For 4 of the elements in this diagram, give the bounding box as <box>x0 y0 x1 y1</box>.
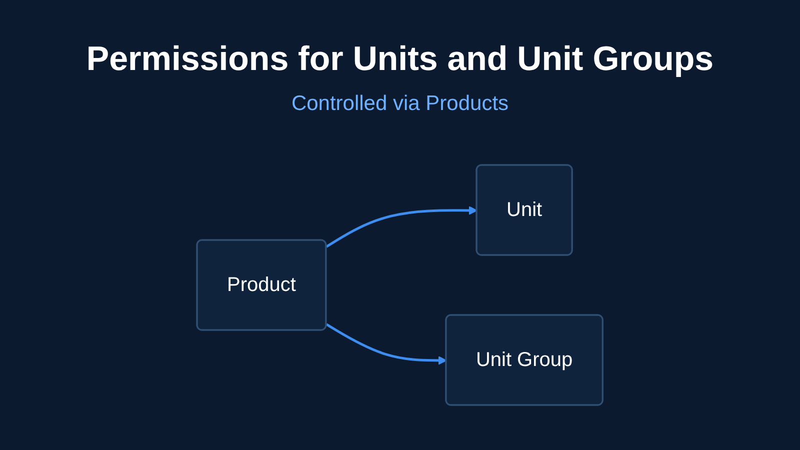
subtitle: Controlled via Products <box>291 92 509 116</box>
arrow <box>326 323 447 365</box>
arrow <box>326 206 478 248</box>
title: Permissions for Units and Unit Groups <box>85 40 715 79</box>
